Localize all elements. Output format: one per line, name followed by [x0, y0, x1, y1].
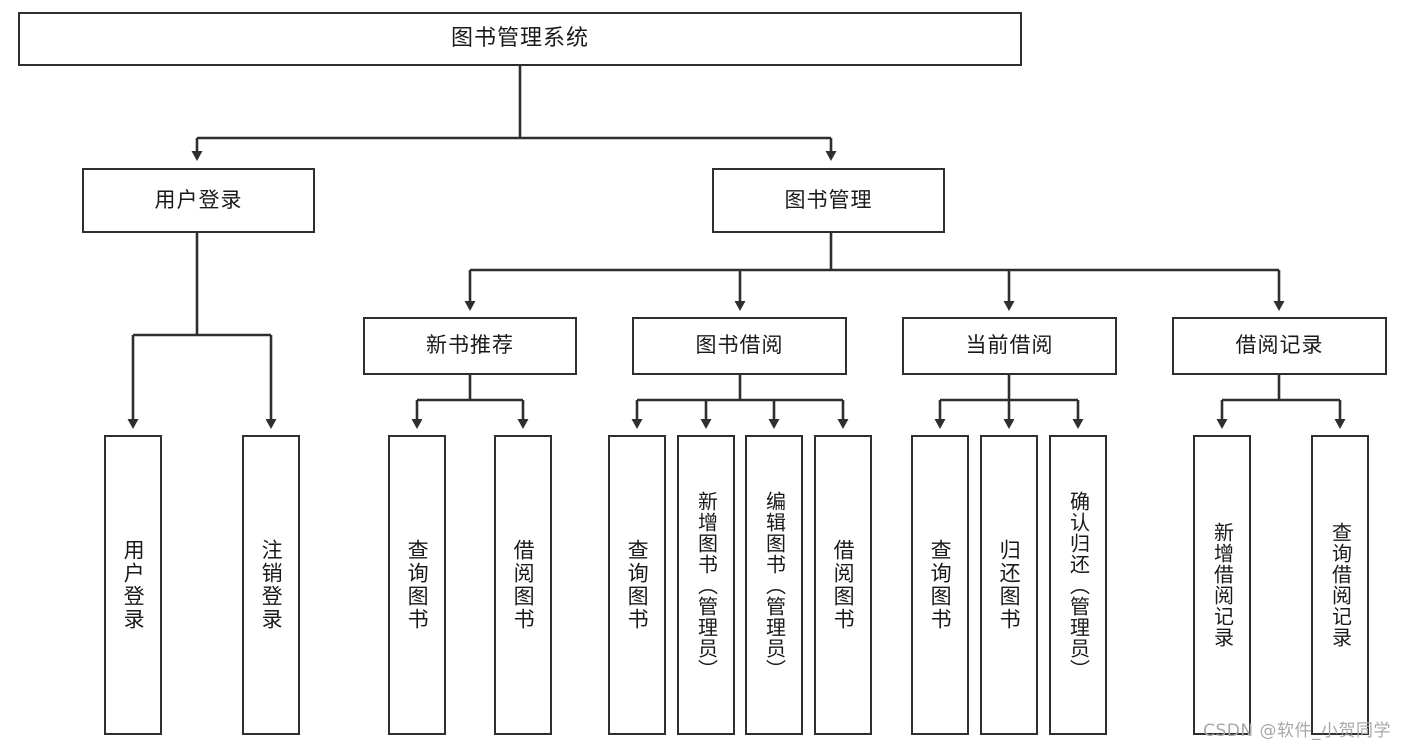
leaf-add-borrow-record[interactable]: 新增借阅记录 [1193, 435, 1251, 735]
node-label: 借阅记录 [1235, 333, 1324, 358]
leaf-query-book-current[interactable]: 查询图书 [911, 435, 969, 735]
node-current-borrow[interactable]: 当前借阅 [902, 317, 1117, 375]
node-label: 当前借阅 [965, 333, 1054, 358]
node-label: 新书推荐 [426, 333, 514, 358]
node-book-borrow[interactable]: 图书借阅 [632, 317, 847, 375]
leaf-query-book-borrow[interactable]: 查询图书 [608, 435, 666, 735]
node-label: 借阅图书 [511, 539, 536, 631]
node-label: 注销登录 [259, 539, 284, 631]
node-root-system[interactable]: 图书管理系统 [18, 12, 1022, 66]
node-label: 图书管理系统 [450, 25, 589, 51]
leaf-borrow-book[interactable]: 借阅图书 [814, 435, 872, 735]
leaf-query-borrow-record[interactable]: 查询借阅记录 [1311, 435, 1369, 735]
node-label: 查询图书 [928, 539, 953, 631]
watermark: CSDN @软件_小贺同学 [1203, 721, 1391, 741]
leaf-query-book-recommend[interactable]: 查询图书 [388, 435, 446, 735]
node-label: 查询借阅记录 [1328, 522, 1353, 648]
leaf-confirm-return-admin[interactable]: 确认归还（管理员） [1049, 435, 1107, 735]
node-label: 新增图书（管理员） [694, 490, 719, 680]
node-label: 新增借阅记录 [1210, 522, 1235, 648]
node-label: 图书借阅 [695, 333, 784, 358]
leaf-user-login[interactable]: 用户登录 [104, 435, 162, 735]
node-label: 编辑图书（管理员） [762, 490, 787, 680]
node-label: 查询图书 [405, 539, 430, 631]
node-label: 确认归还（管理员） [1066, 490, 1091, 680]
node-book-management[interactable]: 图书管理 [712, 168, 945, 233]
leaf-borrow-book-recommend[interactable]: 借阅图书 [494, 435, 552, 735]
leaf-logout-login[interactable]: 注销登录 [242, 435, 300, 735]
node-borrow-record[interactable]: 借阅记录 [1172, 317, 1387, 375]
node-label: 查询图书 [625, 539, 650, 631]
node-label: 图书管理 [784, 187, 873, 212]
node-label: 归还图书 [997, 539, 1022, 631]
node-label: 用户登录 [154, 187, 243, 212]
leaf-return-book[interactable]: 归还图书 [980, 435, 1038, 735]
node-user-login[interactable]: 用户登录 [82, 168, 315, 233]
node-label: 借阅图书 [831, 539, 856, 631]
node-new-book-recommend[interactable]: 新书推荐 [363, 317, 577, 375]
node-label: 用户登录 [121, 539, 146, 631]
leaf-add-book-admin[interactable]: 新增图书（管理员） [677, 435, 735, 735]
leaf-edit-book-admin[interactable]: 编辑图书（管理员） [745, 435, 803, 735]
